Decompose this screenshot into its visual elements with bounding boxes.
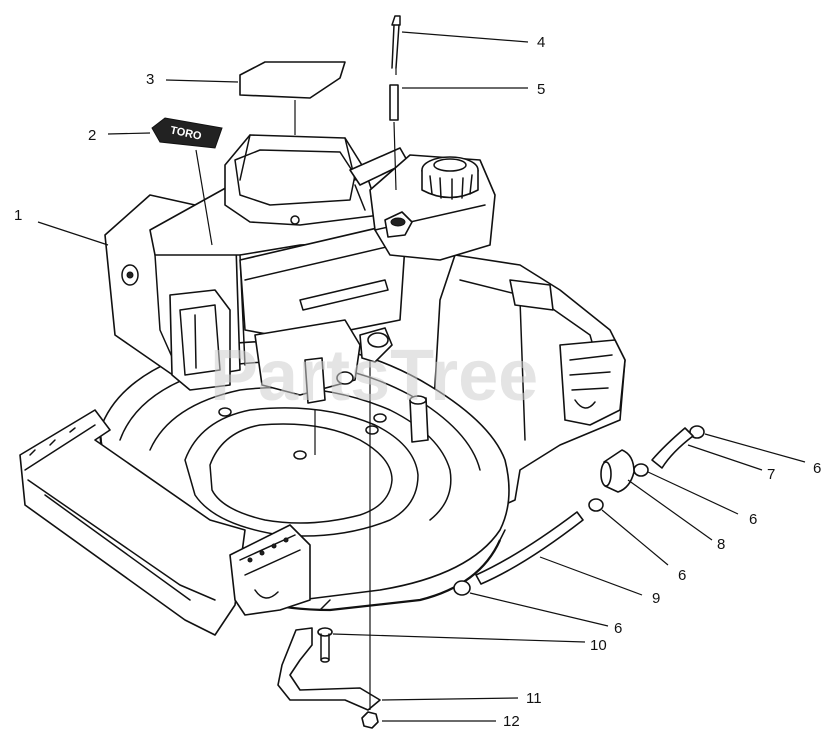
callout-5: 5 [537, 81, 545, 98]
part-filter-8 [600, 449, 635, 493]
part-tube-9 [475, 511, 584, 585]
callout-labels: 1 2 3 4 5 6 7 6 8 6 9 6 10 11 12 [14, 34, 821, 730]
part-toro-badge: TORO [151, 117, 223, 149]
part-clamp-6c [588, 498, 604, 512]
callout-2: 2 [88, 127, 96, 144]
callout-6c: 6 [678, 567, 686, 584]
part-bolt-10 [317, 627, 333, 663]
callout-6d: 6 [614, 620, 622, 637]
callout-4: 4 [537, 34, 545, 51]
part-spacer-5 [389, 84, 399, 121]
callout-10: 10 [590, 637, 607, 654]
callout-3: 3 [146, 71, 154, 88]
engine-assembly [104, 134, 496, 460]
callout-12: 12 [503, 713, 520, 730]
part-clamp-6d [453, 580, 471, 596]
part-nut-12 [361, 711, 379, 729]
callout-1: 1 [14, 207, 22, 224]
callout-7: 7 [767, 466, 775, 483]
leader-lines [37, 31, 806, 722]
callout-11: 11 [526, 690, 542, 707]
part-clamp-6b [633, 463, 649, 477]
part-bolt-4 [391, 15, 401, 75]
callout-8: 8 [717, 536, 725, 553]
callout-6a: 6 [813, 460, 821, 477]
part-air-filter [239, 61, 346, 99]
part-hose-7 [651, 427, 694, 469]
callout-6b: 6 [749, 511, 757, 528]
mower-deck [19, 254, 626, 636]
callout-9: 9 [652, 590, 660, 607]
watermark-text: PartsTree [210, 336, 538, 416]
